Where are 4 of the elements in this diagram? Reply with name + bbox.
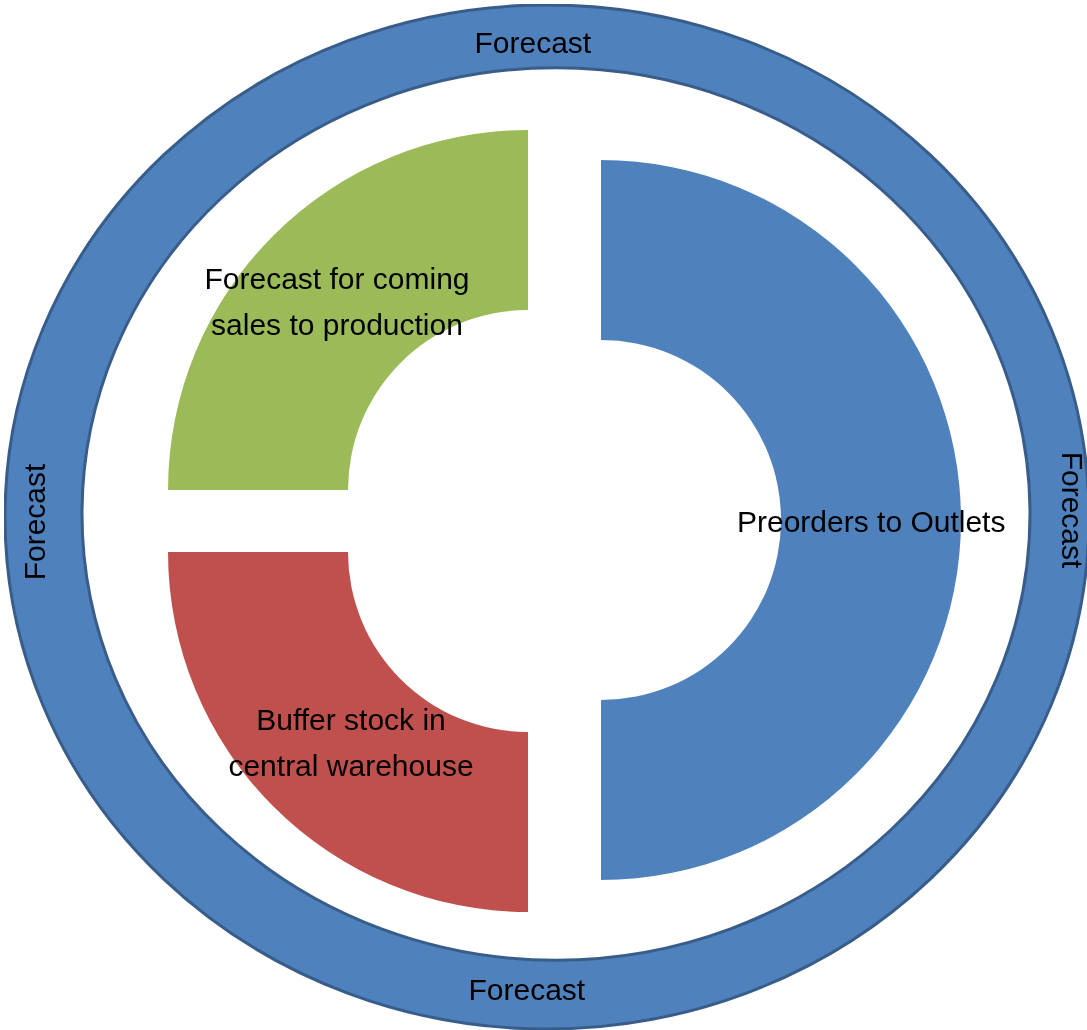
ring-label: Forecast: [1054, 451, 1087, 569]
ring-label: Forecast: [16, 463, 52, 581]
ring-label: Forecast: [468, 972, 586, 1008]
ring-label: Forecast: [474, 25, 592, 61]
